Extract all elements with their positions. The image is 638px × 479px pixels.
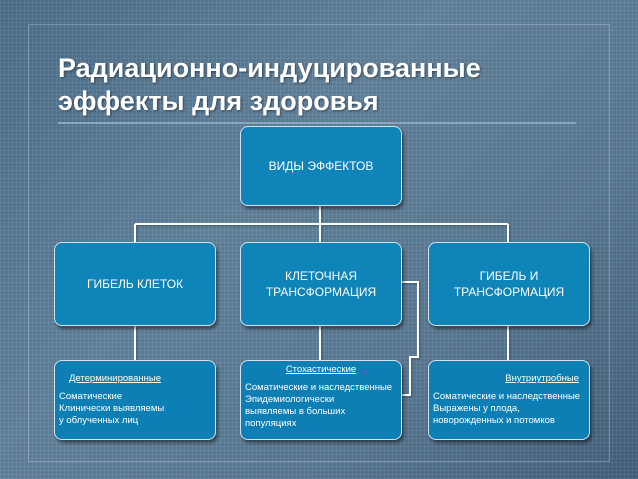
category-box-death-and-transformation: ГИБЕЛЬ И ТРАНСФОРМАЦИЯ	[428, 242, 590, 326]
category-label-cell-transformation: КЛЕТОЧНАЯ ТРАНСФОРМАЦИЯ	[266, 268, 376, 300]
title-line-2: эффекты для здоровья	[58, 86, 379, 116]
title-underline	[58, 122, 576, 124]
detail-line: выявляемы в больших	[245, 406, 346, 417]
category-box-cell-transformation: КЛЕТОЧНАЯ ТРАНСФОРМАЦИЯ	[240, 242, 402, 326]
slide-frame	[28, 24, 610, 462]
category-label-death-and-transformation: ГИБЕЛЬ И ТРАНСФОРМАЦИЯ	[454, 268, 564, 300]
category-label-line-2: ТРАНСФОРМАЦИЯ	[453, 285, 565, 299]
root-box: ВИДЫ ЭФФЕКТОВ	[240, 126, 402, 206]
detail-header-stochastic: Стохастические	[285, 364, 357, 375]
detail-box-deterministic: Детерминированные Соматические Клиническ…	[54, 360, 216, 440]
connector-root-shadow	[135, 206, 511, 398]
detail-line: Соматические и наследственные	[245, 382, 393, 393]
detail-line: Эпидемиологически	[245, 394, 335, 405]
detail-header-intrauterine: Внутриутробные	[505, 373, 579, 384]
detail-line: новорожденных и потомков	[433, 415, 555, 426]
slide-title: Радиационно-индуцированные эффекты для з…	[58, 52, 578, 118]
detail-line: Клинически выявляемы	[59, 403, 165, 414]
category-label-line-2: ТРАНСФОРМАЦИЯ	[265, 285, 377, 299]
category-label-line-1: КЛЕТОЧНАЯ	[284, 269, 358, 283]
category-label-line-1: ГИБЕЛЬ И	[479, 269, 539, 283]
category-box-cell-death: ГИБЕЛЬ КЛЕТОК	[54, 242, 216, 326]
detail-line: Соматические и наследственные	[433, 391, 581, 402]
detail-line: Выражены у плода,	[433, 403, 520, 414]
category-label-cell-death: ГИБЕЛЬ КЛЕТОК	[86, 277, 184, 291]
detail-box-intrauterine: Внутриутробные Соматические и наследстве…	[428, 360, 590, 440]
detail-line: популяциях	[245, 418, 297, 429]
detail-box-stochastic: Стохастические Соматические и наследстве…	[240, 360, 402, 440]
root-label: ВИДЫ ЭФФЕКТОВ	[268, 159, 374, 173]
detail-header-deterministic: Детерминированные	[69, 373, 161, 384]
detail-line: у облученных лиц	[59, 415, 139, 426]
detail-line: Соматические	[59, 391, 123, 402]
title-line-1: Радиационно-индуцированные	[58, 53, 481, 83]
connector-transformation-side-bracket	[402, 281, 419, 396]
